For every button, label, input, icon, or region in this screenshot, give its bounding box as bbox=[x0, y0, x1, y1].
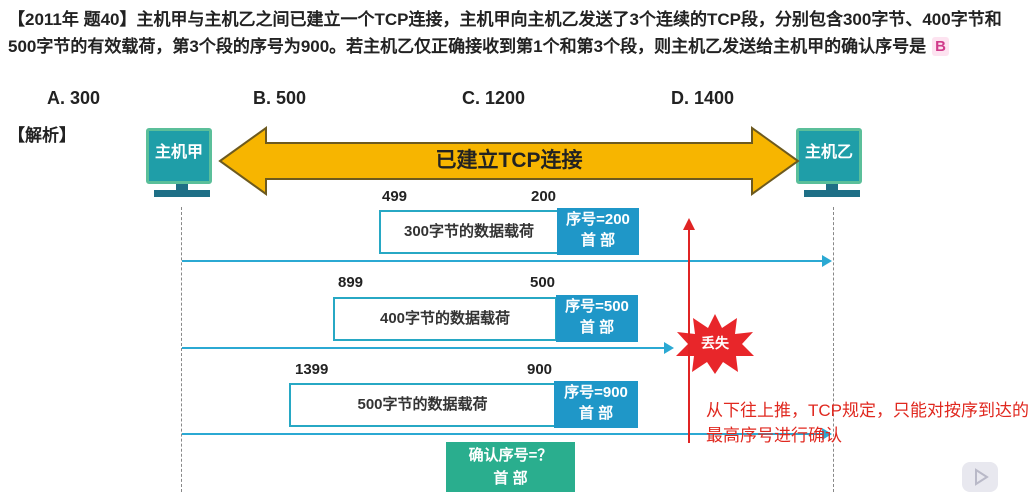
option-d: D. 1400 bbox=[671, 88, 735, 108]
host-b-lifeline bbox=[833, 207, 834, 492]
seg3-seq: 序号=900 bbox=[564, 384, 628, 401]
question-text: 【2011年 题40】主机甲与主机乙之间已建立一个TCP连接，主机甲向主机乙发送… bbox=[8, 10, 1002, 56]
connection-arrow bbox=[218, 126, 800, 196]
host-a-label: 主机甲 bbox=[152, 140, 206, 166]
play-triangle-icon bbox=[975, 468, 989, 486]
red-arrow-line bbox=[688, 228, 690, 443]
host-a-monitor-icon: 主机甲 bbox=[146, 128, 212, 184]
lost-label: 丢失 bbox=[701, 335, 729, 351]
seg1-header-label: 首 部 bbox=[580, 232, 616, 249]
host-a-lifeline bbox=[181, 207, 182, 492]
option-a: A. 300 bbox=[47, 88, 101, 108]
seg2-seq: 序号=500 bbox=[565, 298, 629, 315]
ack-header: 确认序号=？ 首 部 bbox=[446, 442, 575, 492]
host-b-base bbox=[804, 190, 860, 197]
host-a-stand bbox=[176, 184, 188, 190]
host-b-monitor-icon: 主机乙 bbox=[796, 128, 862, 184]
play-button-icon[interactable] bbox=[962, 462, 998, 492]
option-c: C. 1200 bbox=[462, 88, 526, 108]
seg3-header-label: 首 部 bbox=[578, 405, 614, 422]
seg2-start-number: 500 bbox=[530, 274, 556, 291]
seg2-header-label: 首 部 bbox=[579, 319, 615, 336]
seg1-send-arrow bbox=[182, 255, 832, 267]
seg1-seq: 序号=200 bbox=[566, 211, 630, 228]
seg1-end-number: 499 bbox=[382, 188, 408, 205]
seg2-end-number: 899 bbox=[338, 274, 364, 291]
host-b-label: 主机乙 bbox=[802, 140, 856, 166]
seg3-end-number: 1399 bbox=[295, 361, 329, 378]
seg1-payload: 300字节的数据载荷 bbox=[379, 210, 559, 254]
seg2-send-arrow bbox=[182, 342, 674, 354]
seg3-start-number: 900 bbox=[527, 361, 553, 378]
seg3-header: 序号=900 首 部 bbox=[554, 381, 638, 428]
host-a-base bbox=[154, 190, 210, 197]
seg3-payload: 500字节的数据载荷 bbox=[289, 383, 556, 427]
seg2-header: 序号=500 首 部 bbox=[556, 295, 638, 342]
analysis-label: 【解析】 bbox=[8, 126, 76, 145]
lost-burst-icon bbox=[676, 314, 754, 374]
answer-badge: B bbox=[932, 37, 950, 56]
host-b-stand bbox=[826, 184, 838, 190]
connection-label: 已建立TCP连接 bbox=[435, 149, 583, 172]
red-arrow-head bbox=[683, 218, 695, 230]
option-b: B. 500 bbox=[253, 88, 307, 108]
analysis-note: 从下往上推，TCP规定，只能对按序到达的最高序号进行确认 bbox=[706, 401, 1029, 445]
seg1-start-number: 200 bbox=[531, 188, 557, 205]
seg2-payload: 400字节的数据载荷 bbox=[333, 297, 557, 341]
seg1-header: 序号=200 首 部 bbox=[557, 208, 639, 255]
ack-header-label: 首 部 bbox=[493, 470, 528, 487]
seg3-send-arrow bbox=[182, 428, 832, 440]
ack-seq: 确认序号=？ bbox=[468, 447, 553, 464]
